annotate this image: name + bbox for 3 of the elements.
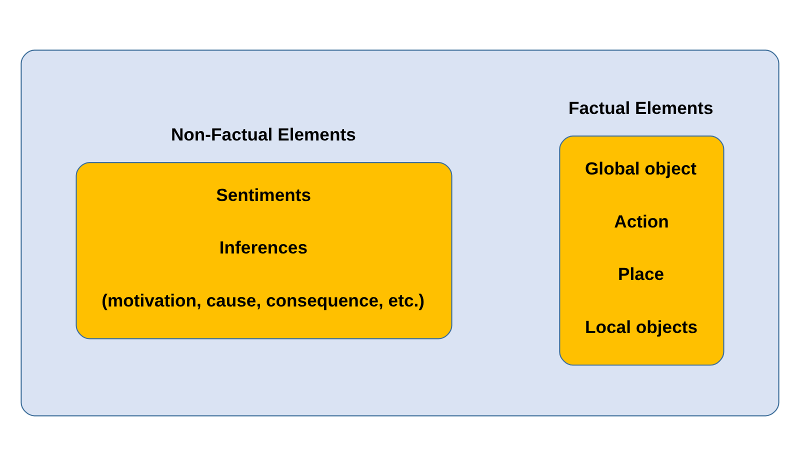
cluster (20, 50, 780, 416)
node-label: Factual Elements (568, 98, 714, 118)
node-label: Non-Factual Elements (170, 124, 356, 144)
